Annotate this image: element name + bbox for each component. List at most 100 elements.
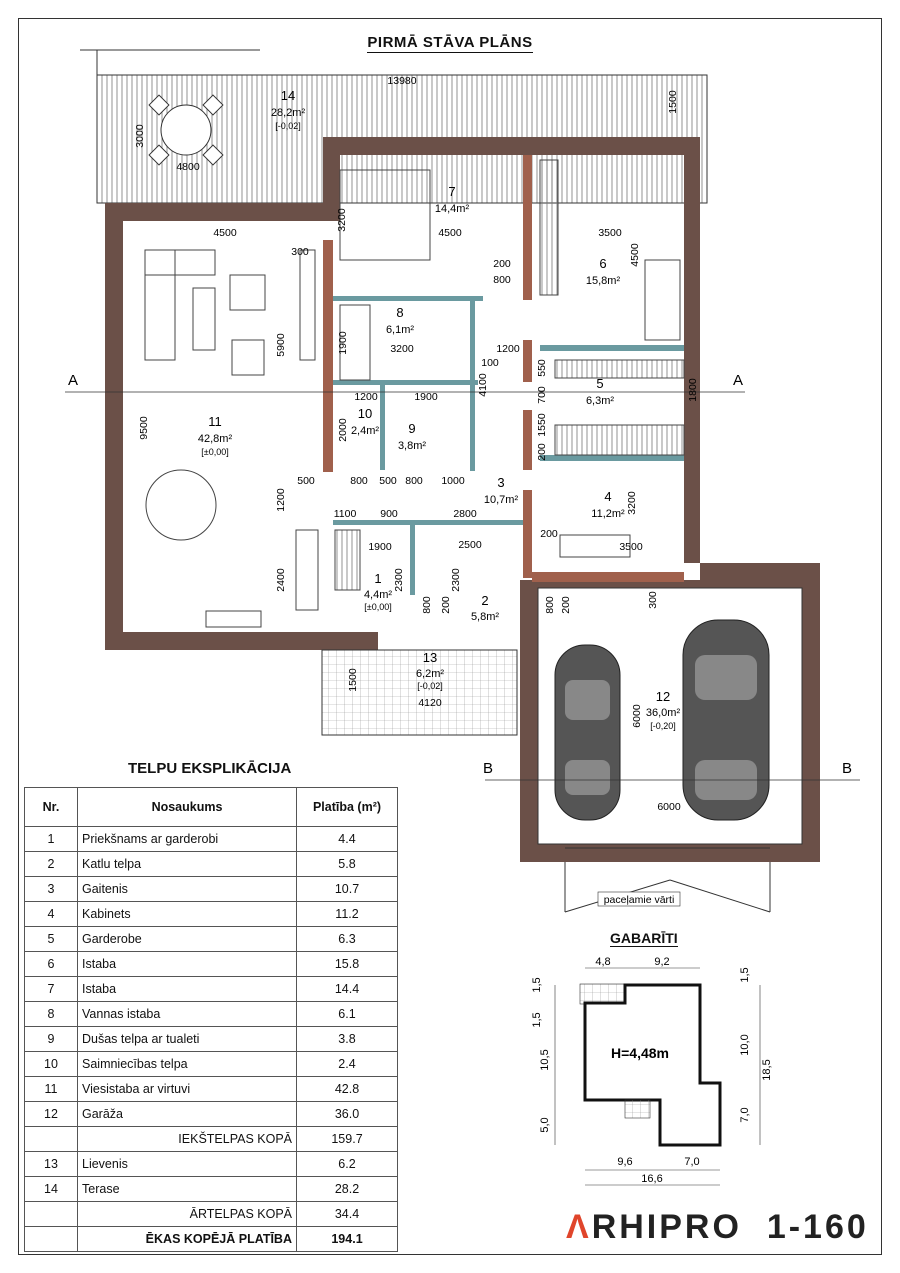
cell-area: 6.3 bbox=[296, 926, 398, 952]
drawing-frame bbox=[18, 18, 882, 1255]
cell-name: Garāža bbox=[77, 1101, 297, 1127]
cell-area: 15.8 bbox=[296, 951, 398, 977]
col-header-nr: Nr. bbox=[24, 787, 78, 827]
room-12-nr: 12 bbox=[656, 689, 670, 704]
cell-nr: 9 bbox=[24, 1026, 78, 1052]
cell-name: ĒKAS KOPĒJĀ PLATĪBA bbox=[77, 1226, 297, 1252]
gab-dim: 5,0 bbox=[539, 1117, 551, 1132]
cell-area: 11.2 bbox=[296, 901, 398, 927]
cell-name: Katlu telpa bbox=[77, 851, 297, 877]
cell-name: Garderobe bbox=[77, 926, 297, 952]
room-10-area: 2,4m² bbox=[351, 425, 379, 437]
cell-name: Priekšnams ar garderobi bbox=[77, 826, 297, 852]
room-5-nr: 5 bbox=[596, 376, 603, 391]
cell-area: 5.8 bbox=[296, 851, 398, 877]
cell-area: 3.8 bbox=[296, 1026, 398, 1052]
gab-dim: 18,5 bbox=[761, 1059, 773, 1080]
dim-label: 2300 bbox=[393, 568, 405, 592]
cell-nr: 14 bbox=[24, 1176, 78, 1202]
room-8-nr: 8 bbox=[396, 305, 403, 320]
cell-name: Gaitenis bbox=[77, 876, 297, 902]
cell-name: Terase bbox=[77, 1176, 297, 1202]
dim-label: 300 bbox=[291, 246, 309, 258]
dim-label: 6000 bbox=[657, 801, 681, 813]
dim-label: 2500 bbox=[458, 539, 482, 551]
cell-area: 34.4 bbox=[296, 1201, 398, 1227]
dim-label: 200 bbox=[493, 258, 511, 270]
dim-label: 1200 bbox=[275, 488, 287, 512]
section-lines bbox=[65, 391, 860, 781]
dim-label: 3000 bbox=[134, 124, 146, 148]
gab-dim: 1,5 bbox=[531, 1012, 543, 1027]
entrance-porch bbox=[321, 649, 518, 736]
room-3-area: 10,7m² bbox=[484, 494, 519, 506]
room-9-area: 3,8m² bbox=[398, 440, 426, 452]
gab-dim: 16,6 bbox=[641, 1173, 662, 1185]
dim-label: 4120 bbox=[418, 697, 442, 709]
dim-label: 2000 bbox=[337, 418, 349, 442]
gab-dim: 9,6 bbox=[617, 1156, 632, 1168]
room-13-area: 6,2m² bbox=[416, 668, 444, 680]
col-header-area: Platība (m²) bbox=[296, 787, 398, 827]
gabariti-diagram bbox=[554, 967, 761, 1186]
room-12-area: 36,0m² bbox=[646, 707, 681, 719]
dim-label: 1000 bbox=[441, 475, 465, 487]
dim-label: 800 bbox=[493, 274, 511, 286]
dim-label: 3200 bbox=[390, 343, 414, 355]
cell-name: ĀRTELPAS KOPĀ bbox=[77, 1201, 297, 1227]
dim-label: 3200 bbox=[626, 491, 638, 515]
cell-nr: 3 bbox=[24, 876, 78, 902]
building-height: H=4,48m bbox=[611, 1045, 669, 1061]
dim-label: 9500 bbox=[138, 416, 150, 440]
room-2-nr: 2 bbox=[481, 593, 488, 608]
cell-nr: 4 bbox=[24, 901, 78, 927]
cell-nr bbox=[24, 1126, 78, 1152]
furniture bbox=[144, 159, 685, 628]
dim-label: 6000 bbox=[631, 704, 643, 728]
gab-dim: 1,5 bbox=[531, 977, 543, 992]
dim-label: 200 bbox=[560, 596, 572, 614]
cell-area: 36.0 bbox=[296, 1101, 398, 1127]
dim-label: 100 bbox=[481, 357, 499, 369]
cell-nr: 13 bbox=[24, 1151, 78, 1177]
dim-label: 550 bbox=[536, 359, 548, 377]
cell-area: 14.4 bbox=[296, 976, 398, 1002]
gab-dim: 7,0 bbox=[684, 1156, 699, 1168]
section-a-left: A bbox=[68, 372, 78, 389]
plan-title: PIRMĀ STĀVA PLĀNS bbox=[367, 34, 533, 53]
room-1-area: 4,4m² bbox=[364, 589, 392, 601]
room-10-nr: 10 bbox=[358, 406, 372, 421]
dim-label: 1100 bbox=[334, 508, 357, 520]
dim-label: 800 bbox=[405, 475, 423, 487]
terrace bbox=[80, 49, 708, 204]
room-8-area: 6,1m² bbox=[386, 324, 414, 336]
cell-area: 159.7 bbox=[296, 1126, 398, 1152]
cell-name: Lievenis bbox=[77, 1151, 297, 1177]
cell-nr: 12 bbox=[24, 1101, 78, 1127]
dim-label: 800 bbox=[350, 475, 368, 487]
dim-label: 800 bbox=[544, 596, 556, 614]
room-3-nr: 3 bbox=[497, 475, 504, 490]
dim-label: 200 bbox=[440, 596, 452, 614]
room-labels: 14 28,2m² [-0,02] 7 14,4m² 6 15,8m² 8 6,… bbox=[198, 88, 681, 731]
dim-label: 13980 bbox=[387, 75, 416, 87]
dim-label: 900 bbox=[380, 508, 398, 520]
project-code: 1-160 bbox=[766, 1208, 869, 1246]
cell-name: Istaba bbox=[77, 976, 297, 1002]
cell-name: Kabinets bbox=[77, 901, 297, 927]
room-13-nr: 13 bbox=[423, 650, 437, 665]
dim-label: 4500 bbox=[629, 243, 641, 267]
dim-label: 200 bbox=[540, 528, 558, 540]
dim-label: 1500 bbox=[667, 90, 679, 114]
gate-label: paceļamie vārti bbox=[604, 894, 675, 906]
room-4-nr: 4 bbox=[604, 489, 611, 504]
cell-nr: 10 bbox=[24, 1051, 78, 1077]
